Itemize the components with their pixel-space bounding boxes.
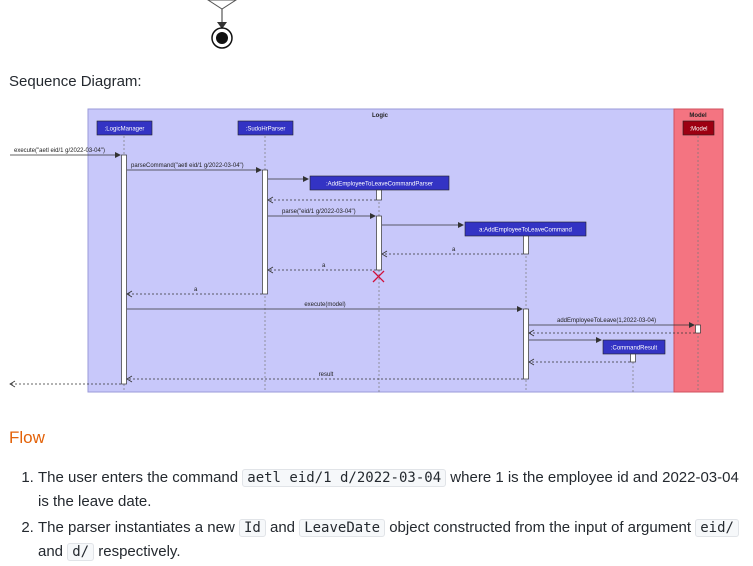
step-2-text-before: The parser instantiates a new bbox=[38, 519, 239, 536]
model-frame-title: Model bbox=[689, 113, 707, 119]
logic-frame-title: Logic bbox=[372, 113, 389, 119]
participant-model-box bbox=[682, 120, 715, 136]
return-head-7 bbox=[126, 375, 133, 383]
return-head-6 bbox=[528, 358, 535, 366]
participant-parser: :SudoHrParser bbox=[246, 127, 286, 133]
activation-command-1 bbox=[523, 235, 529, 255]
activation-model bbox=[695, 324, 701, 334]
participant-result: :CommandResult bbox=[611, 346, 658, 352]
step-2-text-mid: object constructed from the input of arg… bbox=[385, 519, 696, 536]
activation-result bbox=[630, 353, 636, 363]
destroy-marker bbox=[372, 270, 385, 283]
arrowhead-5 bbox=[458, 222, 464, 228]
step-1-text-after: where 1 is the employee id and 2022-03-0… bbox=[38, 469, 739, 510]
activity-diagram-tail bbox=[207, 0, 237, 49]
participant-logicmanager: :LogicManager bbox=[105, 127, 145, 133]
arrowhead-1 bbox=[115, 152, 121, 158]
activation-logicmanager bbox=[121, 154, 127, 385]
activation-command-2 bbox=[523, 308, 529, 380]
model-frame bbox=[673, 108, 724, 393]
step-2-code-eid: eid/ bbox=[695, 519, 739, 537]
return-head-5 bbox=[528, 329, 535, 337]
return-head-2 bbox=[381, 250, 388, 258]
step-2-text-after: respectively. bbox=[94, 543, 181, 560]
return-a-command-label: a bbox=[452, 247, 456, 253]
participant-command: a:AddEmployeeToLeaveCommand bbox=[479, 228, 572, 234]
return-head-3 bbox=[267, 266, 274, 274]
participant-logicmanager-box bbox=[96, 120, 153, 136]
msg-execute-model-label: execute(model) bbox=[304, 302, 345, 308]
step-2-code-id: Id bbox=[238, 519, 266, 537]
arrowhead-2 bbox=[256, 167, 262, 173]
msg-addemployee-label: addEmployeeToLeave(1,2022-03-04) bbox=[557, 318, 656, 324]
return-head-8 bbox=[9, 380, 16, 388]
activation-cmdparser-1 bbox=[376, 189, 382, 201]
flow-step-1: The user enters the command aetl eid/1 d… bbox=[38, 466, 753, 514]
return-head-1 bbox=[267, 196, 274, 204]
step-2-code-leavedate: LeaveDate bbox=[299, 519, 386, 537]
msg-parse-label: parse("eid/1 g/2022-03-04") bbox=[282, 209, 356, 215]
arrowhead-4 bbox=[370, 213, 376, 219]
flow-steps-list: The user enters the command aetl eid/1 d… bbox=[9, 466, 753, 566]
return-a-parser-label: a bbox=[194, 287, 198, 293]
return-result-label: result bbox=[319, 372, 334, 378]
arrowhead-8 bbox=[596, 337, 602, 343]
arrowhead-7 bbox=[689, 322, 695, 328]
activation-cmdparser-2 bbox=[376, 215, 382, 271]
msg-execute-label: execute("aetl eid/1 g/2022-03-04") bbox=[14, 148, 105, 154]
sequence-diagram: Logic Model :LogicManager :SudoHrParser … bbox=[9, 108, 724, 393]
arrowhead-3 bbox=[303, 176, 309, 182]
step-2-text-and-2: and bbox=[38, 543, 68, 560]
msg-parsecommand-label: parseCommand("aetl eid/1 g/2022-03-04") bbox=[131, 163, 244, 169]
merge-node bbox=[207, 0, 237, 10]
participant-parser-box bbox=[237, 120, 294, 136]
activity-arrow-head bbox=[217, 22, 227, 29]
participant-model: :Model bbox=[689, 127, 707, 133]
participant-cmdparser: :AddEmployeeToLeaveCommandParser bbox=[326, 182, 433, 188]
flow-step-2: The parser instantiates a new Id and Lea… bbox=[38, 516, 753, 564]
flow-heading: Flow bbox=[9, 428, 45, 447]
step-2-text-and-1: and bbox=[265, 519, 300, 536]
step-2-code-d: d/ bbox=[67, 543, 95, 561]
end-node-inner bbox=[216, 32, 228, 44]
arrowhead-6 bbox=[517, 306, 523, 312]
step-1-text-before: The user enters the command bbox=[38, 469, 243, 486]
return-a-cmdparser-label: a bbox=[322, 263, 326, 269]
sequence-diagram-label: Sequence Diagram: bbox=[9, 73, 142, 90]
activation-parser bbox=[262, 169, 268, 295]
return-head-4 bbox=[126, 290, 133, 298]
step-1-command-code: aetl eid/1 d/2022-03-04 bbox=[242, 469, 447, 487]
